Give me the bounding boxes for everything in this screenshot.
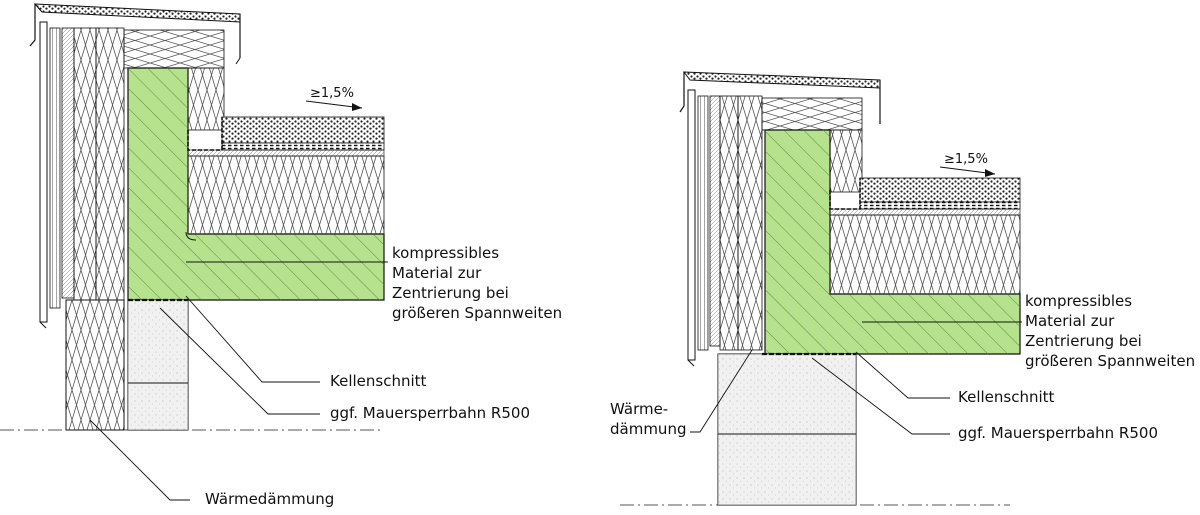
right-facade-layers — [687, 89, 863, 367]
right-roof-buildup — [829, 177, 1021, 295]
left-masonry — [65, 298, 189, 431]
right-detail — [620, 71, 1022, 506]
left-leader-lines — [89, 261, 388, 501]
left-compressible-line-3: Zentrierung bei — [392, 284, 509, 302]
right-leader-lines — [690, 321, 1022, 435]
left-compressible-line-2: Material zur — [392, 264, 482, 282]
left-coping — [29, 3, 241, 65]
left-roof-buildup — [185, 116, 385, 241]
right-compressible-line-3: Zentrierung bei — [1025, 332, 1142, 350]
right-compressible-line-1: kompressibles — [1025, 292, 1133, 310]
right-kellenschnitt-label: Kellenschnitt — [958, 388, 1055, 406]
left-detail — [0, 3, 388, 501]
right-slope-label: ≥1,5% — [944, 152, 988, 167]
left-compressible-line-4: größeren Spannweiten — [392, 304, 563, 322]
left-slope-label: ≥1,5% — [310, 86, 354, 101]
left-facade-layers — [39, 21, 225, 329]
right-insulation-line-2: dämmung — [610, 420, 687, 438]
left-insulation-label: Wärmedämmung — [205, 490, 335, 508]
right-masonry — [717, 352, 857, 506]
right-compressible-line-2: Material zur — [1025, 312, 1115, 330]
left-sperrbahn-label: ggf. Mauersperrbahn R500 — [330, 404, 530, 422]
left-kellenschnitt-label: Kellenschnitt — [330, 372, 427, 390]
left-compressible-line-1: kompressibles — [392, 244, 500, 262]
right-compressible-line-4: größeren Spannweiten — [1025, 352, 1196, 370]
right-sperrbahn-label: ggf. Mauersperrbahn R500 — [958, 424, 1158, 442]
right-insulation-line-1: Wärme- — [610, 400, 669, 418]
right-coping — [679, 71, 881, 124]
